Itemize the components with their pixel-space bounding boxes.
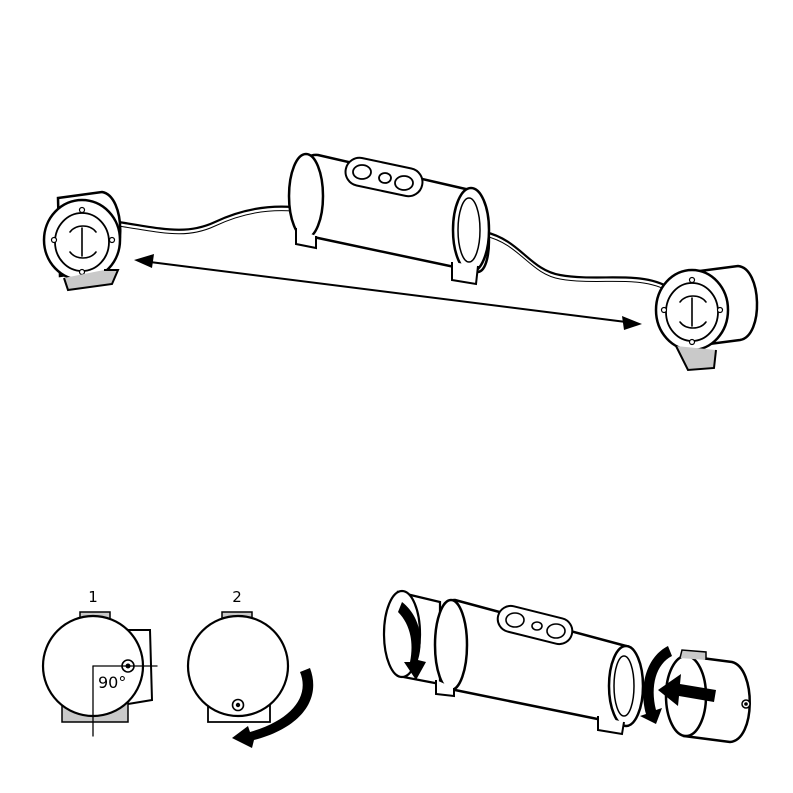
left-speaker-icon	[44, 192, 120, 290]
step-2-panel: 2	[188, 588, 313, 748]
angle-label: 90°	[98, 673, 126, 692]
right-speaker-icon	[656, 266, 757, 370]
right-cable	[485, 232, 670, 288]
step-1-label: 1	[88, 588, 98, 606]
step-2-label: 2	[232, 588, 242, 606]
step-1-panel: 1 90°	[43, 588, 157, 736]
left-cable-inner	[118, 211, 293, 234]
subwoofer-icon	[289, 154, 489, 284]
step-3-panel	[384, 591, 750, 742]
speaker-system-overview	[44, 154, 757, 370]
double-arrow-icon	[134, 254, 642, 330]
left-cable	[118, 207, 293, 230]
